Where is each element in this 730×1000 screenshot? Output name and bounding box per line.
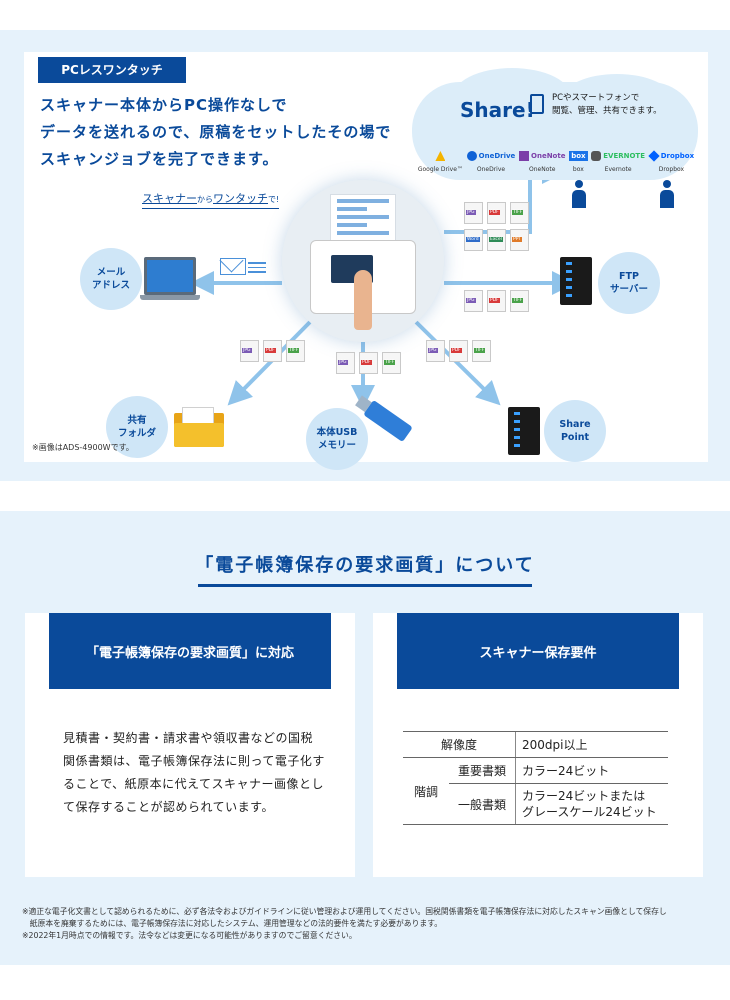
share-description: PCやスマートフォンで 閲覧、管理、共有できます。 (552, 93, 662, 116)
fileset-sharepoint: JPG PDF TIFF (426, 340, 491, 362)
resolution-value: 200dpi以上 (515, 731, 668, 758)
fileset-folder: JPG PDF TIFF (240, 340, 305, 362)
laptop-icon (140, 257, 200, 300)
card-quality-support: 「電子帳簿保存の要求画質」に対応 見積書・契約書・請求書や領収書などの国税関係書… (25, 613, 355, 877)
important-docs-value: カラー24ビット (515, 757, 668, 784)
card-quality-body: 見積書・契約書・請求書や領収書などの国税関係書類は、電子帳簿保存法に則って電子化… (63, 731, 325, 814)
gradation-label: 階調 (403, 757, 449, 825)
box-icon: box (569, 151, 588, 161)
service-google-drive: Google Drive™ (418, 148, 463, 173)
lead-line-2: データを送れるので、原稿をセットしたその場で (40, 123, 392, 141)
section-title: 「電子帳簿保存の要求画質」について (195, 555, 535, 576)
share-title: Share! (460, 98, 535, 122)
table-row: 階調 重要書類 カラー24ビット (403, 757, 668, 825)
person-phone-icon (660, 180, 674, 208)
pcless-tag: PCレスワンタッチ (38, 57, 186, 83)
requirements-table: 解像度 200dpi以上 階調 重要書類 カラー24ビット 一般書類 カラー24… (403, 731, 668, 825)
table-row: 解像度 200dpi以上 (403, 731, 668, 758)
title-underline (198, 584, 532, 587)
ebook-quality-section: 「電子帳簿保存の要求画質」について 「電子帳簿保存の要求画質」に対応 見積書・契… (0, 511, 730, 965)
finger-icon (354, 270, 372, 330)
onenote-icon (519, 151, 530, 161)
image-note: ※画像はADS-4900Wです。 (32, 443, 134, 452)
service-evernote: EVERNOTE Evernote (591, 148, 645, 173)
fileset-usb: JPG PDF TIFF (336, 352, 401, 374)
lead-line-1: スキャナー本体からPC操作なしで (40, 96, 288, 114)
general-docs-value: カラー24ビットまたは グレースケール24ビット (515, 783, 668, 825)
evernote-icon (591, 151, 602, 161)
service-dropbox: Dropbox Dropbox (648, 148, 694, 173)
pcless-lead: スキャナー本体からPC操作なしで データを送れるので、原稿をセットしたその場で … (40, 92, 400, 173)
fileset-ftp: JPG PDF TIFF (464, 290, 529, 312)
pcless-panel: PCレスワンタッチ スキャナー本体からPC操作なしで データを送れるので、原稿を… (24, 52, 708, 470)
resolution-label: 解像度 (403, 731, 516, 758)
general-docs-label: 一般書類 (449, 783, 516, 825)
service-onenote: OneNote OneNote (519, 148, 565, 173)
card-quality-heading: 「電子帳簿保存の要求画質」に対応 (49, 613, 331, 689)
envelope-icon (220, 258, 246, 275)
person-laptop-icon (572, 180, 586, 208)
smartphone-icon (530, 94, 544, 114)
google-drive-icon (435, 151, 446, 161)
lead-line-3: スキャンジョブを完了できます。 (40, 150, 279, 168)
onetouch-caption: スキャナーからワンタッチで! (142, 190, 280, 209)
folder-icon (174, 407, 224, 447)
service-box: box box (569, 151, 588, 173)
important-docs-label: 重要書類 (449, 757, 516, 784)
ftp-server-icon (560, 257, 592, 305)
share-cloud: Share! PCやスマートフォンで 閲覧、管理、共有できます。 Google … (412, 68, 698, 180)
cloud-services: Google Drive™ OneDrive OneDrive OneNote … (416, 148, 696, 173)
node-shared-folder: 共有フォルダ (106, 396, 168, 458)
mail-motion-lines (248, 262, 266, 276)
onedrive-icon (466, 151, 477, 161)
service-onedrive: OneDrive OneDrive (466, 148, 515, 173)
pcless-section: PCレスワンタッチ スキャナー本体からPC操作なしで データを送れるので、原稿を… (0, 30, 730, 481)
scanner-photo (282, 180, 444, 342)
table-row: 一般書類 カラー24ビットまたは グレースケール24ビット (403, 783, 668, 825)
sharepoint-server-icon (508, 407, 540, 455)
card-scanner-requirements: スキャナー保存要件 解像度 200dpi以上 階調 重要書類 カラー24ビット … (373, 613, 703, 877)
node-mail-address: メールアドレス (80, 248, 142, 310)
fileset-cloud-top: JPG PDF TIFF (464, 202, 529, 224)
legal-notes: ※適正な電子化文書として認められるために、必ず各法令およびガイドラインに従い管理… (22, 907, 667, 940)
card-requirements-heading: スキャナー保存要件 (397, 613, 679, 689)
dropbox-icon (648, 150, 660, 162)
fileset-cloud-office: Word Excel PPT (464, 229, 529, 251)
